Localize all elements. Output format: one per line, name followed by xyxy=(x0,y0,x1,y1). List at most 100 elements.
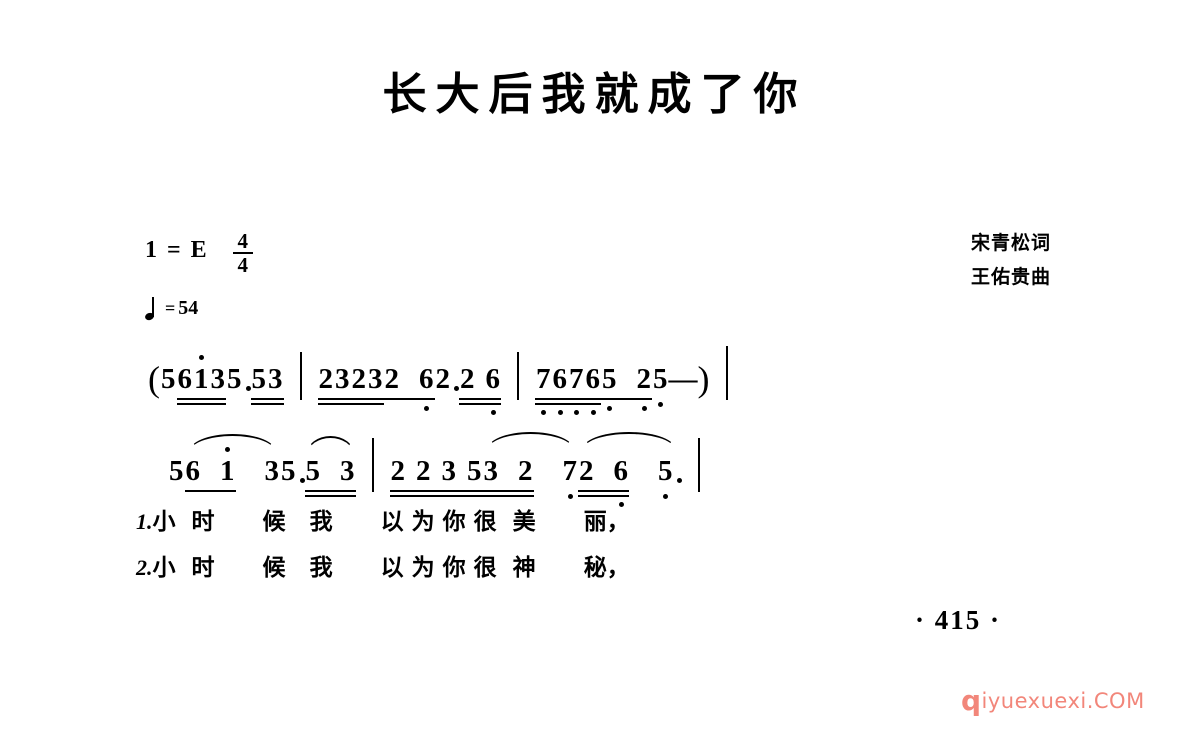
beam-line xyxy=(459,398,501,400)
beam-line xyxy=(250,403,284,405)
note-run: 2 6 xyxy=(383,363,435,411)
beam-line xyxy=(317,398,384,400)
note-run: 2 6 5 xyxy=(578,432,682,507)
octave-down-dot xyxy=(567,494,573,499)
note-run: 2 6 xyxy=(459,363,502,415)
beam-line xyxy=(482,490,534,492)
note: 5 xyxy=(652,364,669,407)
beam-line xyxy=(578,495,629,497)
note-extension-dash: — xyxy=(668,363,698,395)
note: 7 xyxy=(568,364,585,415)
octave-down-dot xyxy=(663,494,669,499)
octave-down-dot xyxy=(618,502,624,507)
octave-down-dot xyxy=(490,410,496,415)
octave-down-dot xyxy=(541,410,547,415)
note: 3 xyxy=(335,363,350,395)
barline xyxy=(517,352,519,400)
octave-up-dot xyxy=(199,355,205,360)
measure: 2 3 2 3 2 6 2 2 6 xyxy=(317,363,502,415)
quarter-note-icon xyxy=(144,296,159,321)
note: 3 xyxy=(483,455,499,487)
octave-up-dot xyxy=(225,447,231,452)
verse-text: 小 时 候 我 以 为 你 很 美 丽， xyxy=(152,509,630,535)
beam-line xyxy=(482,495,534,497)
note: 6 xyxy=(552,364,569,415)
measure: 5 6 1 3 5 5 3 xyxy=(160,355,284,405)
note-run: 3 2 xyxy=(482,455,534,497)
note: 1 xyxy=(219,447,236,486)
verse-text: 小 时 候 我 以 为 你 很 神 秘， xyxy=(152,555,630,581)
octave-down-dot xyxy=(424,406,430,411)
note: 6 xyxy=(418,364,435,411)
note-run: 7 6 7 6 xyxy=(535,364,602,415)
note: 2 xyxy=(460,363,475,395)
note: 5 xyxy=(467,455,482,487)
tempo-equals: = xyxy=(165,298,176,318)
stave-line-1: ( 5 6 1 3 5 5 3 xyxy=(148,340,744,415)
note: 2 xyxy=(390,455,406,487)
note-run: 5 xyxy=(168,456,185,486)
beam-line xyxy=(459,403,501,405)
barline xyxy=(299,352,302,400)
barline xyxy=(371,438,374,492)
page-title: 长大后我就成了你 xyxy=(382,69,807,120)
slur xyxy=(188,434,276,452)
note: 2 xyxy=(518,455,533,487)
note: 5 xyxy=(169,455,184,487)
beam-line xyxy=(304,495,356,497)
composer-credit: 王佑贵曲 xyxy=(970,266,1051,288)
beam-line xyxy=(601,398,652,400)
note-run: 6 1 3 xyxy=(176,355,226,405)
note: 6 xyxy=(485,364,502,415)
open-paren: ( xyxy=(148,359,160,399)
barline xyxy=(697,438,700,492)
note-run: 2 2 3 5 xyxy=(389,455,483,497)
note: 6 xyxy=(613,456,630,507)
watermark-text: iyuexuexi.COM xyxy=(981,689,1145,713)
credits-block: 宋青松词 王佑贵曲 xyxy=(971,226,1051,294)
verse-number: 1. xyxy=(136,509,153,534)
page-number: · 415 · xyxy=(915,605,1002,635)
note: 1 xyxy=(193,355,210,394)
close-paren: ) xyxy=(697,359,710,399)
note: 6 xyxy=(585,364,602,415)
beam-line xyxy=(317,403,384,405)
site-watermark: qiyuexuexi.COM xyxy=(961,687,1145,715)
note: 7 xyxy=(562,456,579,499)
note: 3 xyxy=(368,363,383,395)
note-run: 5 xyxy=(226,364,251,394)
beam-line xyxy=(304,490,356,492)
note-run: 6 1 xyxy=(184,447,236,492)
note: 2 xyxy=(318,363,334,395)
note-run: 3 2 7 xyxy=(482,432,579,499)
note: 5 xyxy=(305,455,321,487)
note: 2 xyxy=(384,363,400,395)
meter-numerator: 4 xyxy=(237,229,248,253)
note-run: 2 6 xyxy=(578,456,630,507)
note: 5 xyxy=(251,363,267,395)
tempo-marking: = 54 xyxy=(144,296,199,321)
octave-down-dot xyxy=(557,410,563,415)
note: 3 xyxy=(441,455,457,487)
augmentation-dot xyxy=(299,478,305,483)
slur xyxy=(582,432,676,450)
note: 7 xyxy=(535,364,552,415)
note-run: 2 xyxy=(435,364,459,394)
note: 2 xyxy=(416,455,431,487)
note-run: 5 2 xyxy=(601,364,652,411)
beam-line xyxy=(383,398,435,400)
octave-down-dot xyxy=(574,410,580,415)
note-run: 6 1 3 xyxy=(184,434,281,492)
beam-line xyxy=(578,490,629,492)
note: 5 xyxy=(161,363,176,395)
tempo-bpm: 54 xyxy=(178,297,199,319)
meter-denominator: 4 xyxy=(237,253,248,277)
slur xyxy=(306,436,354,454)
beam-line xyxy=(250,398,284,400)
note-run: 5 xyxy=(280,456,305,486)
augmentation-dot xyxy=(454,386,459,391)
meter-divider xyxy=(232,252,253,254)
beam-line xyxy=(535,398,601,400)
measure: 5 6 1 3 5 5 3 xyxy=(168,434,356,497)
verse-number: 2. xyxy=(136,555,153,580)
